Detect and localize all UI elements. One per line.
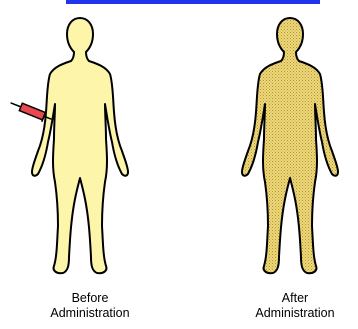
human-silhouette-icon	[215, 14, 358, 282]
header-bar	[66, 0, 320, 4]
caption-before-line1: Before	[20, 291, 160, 306]
caption-after: After Administration	[225, 291, 358, 321]
caption-before: Before Administration	[20, 291, 160, 321]
figure-before	[5, 14, 155, 282]
body-silhouette-after	[242, 18, 338, 273]
human-silhouette-icon	[5, 14, 155, 282]
caption-before-line2: Administration	[20, 306, 160, 321]
figure-after	[215, 14, 358, 282]
caption-after-line1: After	[225, 291, 358, 306]
body-silhouette-before	[32, 18, 128, 273]
caption-after-line2: Administration	[225, 306, 358, 321]
